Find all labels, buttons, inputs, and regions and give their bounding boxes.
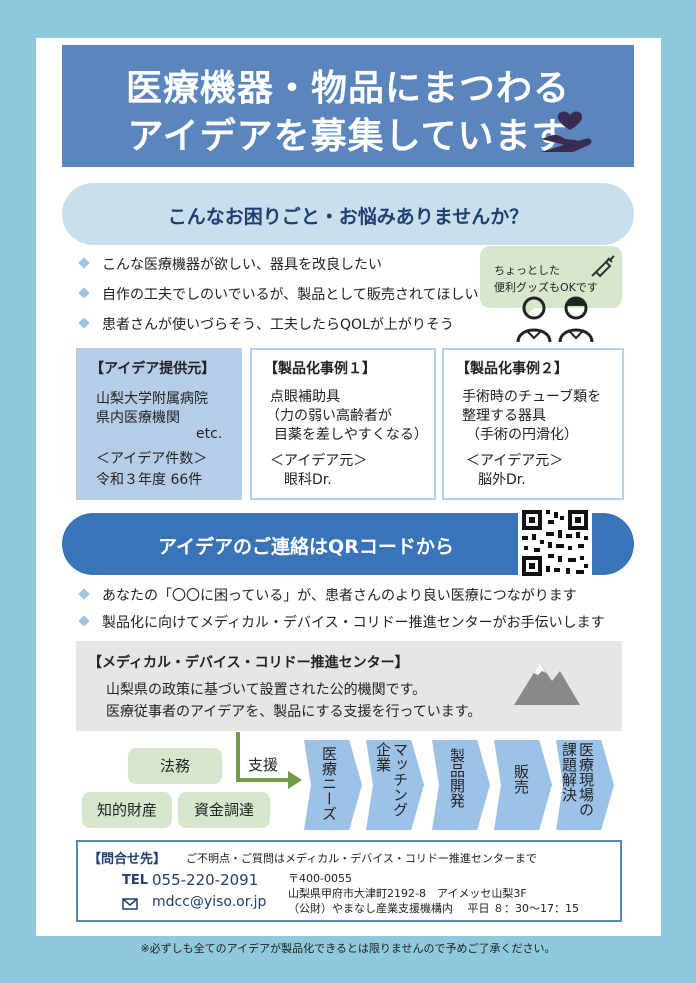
section-heading-text: こんなお困りごと・お悩みありませんか？ bbox=[167, 206, 529, 228]
support-label: 支援 bbox=[248, 756, 279, 774]
support-ip: 知的財産 bbox=[82, 792, 172, 828]
bullet-text: こんな医療機器が欲しい、器具を改良したい bbox=[102, 257, 382, 273]
case-1-box: 【製品化事例１】 点眼補助具 （力の弱い高齢者が 目薬を差しやすくなる） ＜アイ… bbox=[250, 348, 436, 500]
mail-icon bbox=[122, 898, 138, 910]
center-line-1: 山梨県の政策に基づいて設置された公的機関です。 bbox=[106, 682, 427, 698]
bullet-text: 自作の工夫でしのいでいるが、製品として販売されてほしい bbox=[102, 287, 479, 303]
flow-step-text: マッチング企業 bbox=[374, 742, 409, 817]
flow-step-development: 製品開発 bbox=[432, 740, 490, 830]
worry-bullet: 自作の工夫でしのいでいるが、製品として販売されてほしい bbox=[78, 284, 479, 304]
support-arrow-vertical bbox=[236, 732, 240, 782]
contact-box: 【問合せ先】 ご不明点・ご質問はメディカル・デバイス・コリドー推進センターまで … bbox=[76, 840, 622, 922]
center-info-box: 【メディカル・デバイス・コリドー推進センター】 山梨県の政策に基づいて設置された… bbox=[76, 641, 622, 731]
section-heading-text: アイデアのご連絡はQRコードから bbox=[158, 536, 454, 558]
diamond-icon bbox=[78, 588, 90, 600]
box-line: 目薬を差しやすくなる） bbox=[274, 427, 428, 443]
title-line-2: アイデアを募集しています bbox=[127, 116, 569, 157]
flow-step-text: 製品開発 bbox=[448, 748, 466, 808]
worry-bullet: 患者さんが使いづらそう、工夫したらQOLが上がりそう bbox=[78, 314, 454, 334]
tel-prefix: TEL bbox=[122, 873, 149, 888]
box-line: （力の弱い高齢者が bbox=[266, 408, 392, 424]
section-heading-worries: こんなお困りごと・お悩みありませんか？ bbox=[62, 183, 634, 245]
diamond-icon bbox=[78, 257, 90, 269]
box-line: 県内医療機関 bbox=[96, 410, 180, 426]
support-funding: 資金調達 bbox=[178, 792, 270, 828]
box-line: ＜アイデア元＞ bbox=[466, 453, 564, 469]
footer-note: ※必ずしも全てのアイデアが製品化できるとは限りませんので予めご了承ください。 bbox=[140, 942, 556, 955]
diamond-icon bbox=[78, 615, 90, 627]
box-title: 【製品化事例２】 bbox=[456, 361, 568, 377]
box-line: 点眼補助具 bbox=[270, 389, 340, 405]
flow-step-text: 販売 bbox=[512, 764, 530, 794]
contact-note: ご不明点・ご質問はメディカル・デバイス・コリドー推進センターまで bbox=[186, 852, 537, 865]
support-legal: 法務 bbox=[128, 748, 222, 784]
postal-code: 〒400-0055 bbox=[288, 872, 352, 885]
flow-step-sales: 販売 bbox=[494, 740, 552, 830]
org-hours: （公財）やまなし産業支援機構内 平日 ８：30～17：15 bbox=[288, 902, 579, 915]
flow-step-solution: 医療現場の課題解決 bbox=[556, 740, 614, 830]
worry-bullet: こんな医療機器が欲しい、器具を改良したい bbox=[78, 254, 382, 274]
flow-step-text: 医療ニーズ bbox=[320, 746, 338, 821]
speech-bubble-tail bbox=[520, 306, 536, 316]
center-line-2: 医療従事者のアイデアを、製品にする支援を行っています。 bbox=[106, 704, 482, 720]
support-arrow-horizontal bbox=[236, 778, 290, 782]
arrow-head-icon bbox=[288, 771, 302, 789]
bullet-text: 患者さんが使いづらそう、工夫したらQOLが上がりそう bbox=[102, 317, 454, 333]
diamond-icon bbox=[78, 287, 90, 299]
email-address[interactable]: mdcc@yiso.or.jp bbox=[152, 894, 267, 910]
mountain-icon bbox=[514, 663, 580, 705]
box-line: 山梨大学附属病院 bbox=[96, 391, 208, 407]
flow-step-needs: 医療ニーズ bbox=[304, 740, 362, 830]
title-line-1: 医療機器・物品にまつわる bbox=[125, 68, 570, 109]
info-bullet: あなたの「〇〇に困っている」が、患者さんのより良い医療につながります bbox=[78, 585, 577, 605]
box-line: 令和３年度 66件 bbox=[96, 472, 203, 488]
address: 山梨県甲府市大津町2192-8 アイメッセ山梨3F bbox=[288, 887, 527, 900]
box-line: （手術の円滑化） bbox=[466, 427, 578, 443]
speech-line-1: ちょっとした bbox=[494, 264, 560, 277]
flow-step-matching: マッチング企業 bbox=[366, 740, 424, 830]
syringe-icon bbox=[591, 255, 615, 278]
idea-provider-box: 【アイデア提供元】 山梨大学附属病院 県内医療機関 etc. ＜アイデア件数＞ … bbox=[76, 348, 242, 500]
case-2-box: 【製品化事例２】 手術時のチューブ類を 整理する器具 （手術の円滑化） ＜アイデ… bbox=[442, 348, 624, 500]
speech-bubble: ちょっとした 便利グッズもOKです bbox=[480, 246, 622, 308]
box-line: etc. bbox=[196, 426, 223, 442]
box-line: ＜アイデア元＞ bbox=[270, 453, 368, 469]
bullet-text: 製品化に向けてメディカル・デバイス・コリドー推進センターがお手伝いします bbox=[102, 615, 605, 631]
info-bullet: 製品化に向けてメディカル・デバイス・コリドー推進センターがお手伝いします bbox=[78, 612, 605, 632]
box-title: 【アイデア提供元】 bbox=[90, 361, 216, 377]
diamond-icon bbox=[78, 317, 90, 329]
header-banner: 医療機器・物品にまつわる アイデアを募集しています bbox=[62, 45, 634, 167]
phone-number[interactable]: 055-220-2091 bbox=[152, 871, 259, 889]
flow-step-text: 医療現場の課題解決 bbox=[560, 742, 595, 817]
box-line: 手術時のチューブ類を bbox=[462, 389, 602, 405]
box-line: 整理する器具 bbox=[462, 408, 546, 424]
box-line: ＜アイデア件数＞ bbox=[96, 451, 208, 467]
box-line: 脳外Dr. bbox=[478, 472, 526, 488]
heart-hand-icon bbox=[541, 111, 592, 152]
doctors-icon bbox=[516, 296, 594, 343]
box-title: 【製品化事例１】 bbox=[264, 361, 376, 377]
bullet-text: あなたの「〇〇に困っている」が、患者さんのより良い医療につながります bbox=[102, 588, 577, 604]
box-line: 眼科Dr. bbox=[284, 472, 332, 488]
contact-label: 【問合せ先】 bbox=[88, 852, 167, 867]
center-title: 【メディカル・デバイス・コリドー推進センター】 bbox=[88, 655, 409, 671]
speech-line-2: 便利グッズもOKです bbox=[494, 281, 598, 294]
qr-code[interactable] bbox=[518, 506, 592, 580]
